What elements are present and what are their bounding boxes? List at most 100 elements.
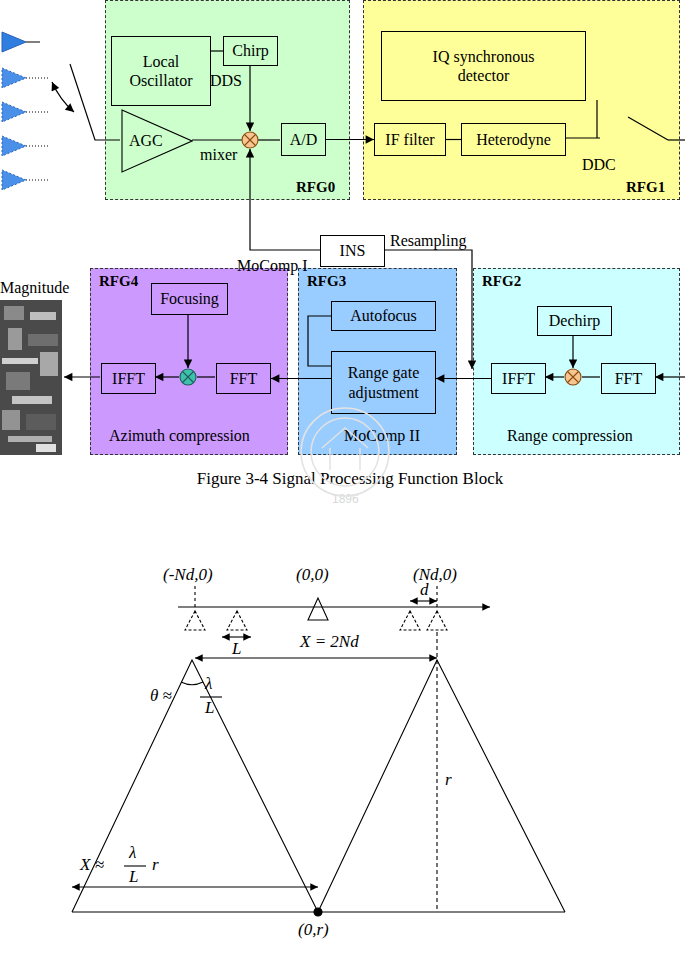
group-id: RFG0 — [296, 179, 335, 196]
dimension-arrow — [195, 657, 437, 658]
antenna-feed — [26, 180, 50, 181]
geometry-label: r — [445, 770, 452, 790]
process-box: Range gate adjustment — [331, 351, 436, 414]
antenna-element — [2, 32, 26, 52]
group-title: Azimuth compression — [109, 427, 250, 445]
box-label: IFFT — [502, 369, 535, 388]
antenna-symbol — [308, 598, 328, 620]
process-box: IFFT — [491, 363, 546, 394]
antenna-element — [2, 68, 26, 88]
range-line — [436, 632, 437, 912]
box-label: FFT — [230, 369, 258, 388]
signal-label: DDC — [582, 156, 616, 174]
process-box: Dechirp — [537, 306, 612, 336]
geometry-label: X = 2Nd — [300, 632, 359, 652]
figure-caption: Figure 3-4 Signal Processing Function Bl… — [130, 469, 570, 489]
process-box: Heterodyne — [461, 123, 566, 156]
antenna-position — [427, 611, 447, 630]
signal-label: mixer — [200, 146, 237, 164]
antenna-feed — [26, 78, 50, 79]
position-tick — [194, 586, 195, 607]
box-label: Dechirp — [549, 311, 601, 330]
box-label: Range gate adjustment — [332, 363, 435, 401]
box-label: IF filter — [385, 130, 434, 149]
geometry-label: r — [152, 855, 159, 875]
group-title: MoComp II — [344, 427, 420, 445]
group-title: Range compression — [507, 427, 633, 445]
image-patch — [26, 414, 56, 430]
process-box: INS — [320, 235, 385, 267]
antenna-element — [2, 170, 26, 190]
antenna-position — [400, 611, 420, 630]
geometry-label: θ ≈ — [150, 686, 172, 706]
signal-label: DDS — [210, 72, 242, 90]
process-box: FFT — [601, 363, 656, 394]
group-id: RFG3 — [307, 273, 346, 290]
group-band: RFG2Range compression DechirpIFFT FFT — [473, 268, 680, 455]
process-box: A/D — [281, 123, 326, 156]
target-point — [314, 908, 322, 916]
image-patch — [30, 312, 56, 320]
geometry-label: (-Nd,0) — [163, 565, 213, 585]
antenna-element — [2, 102, 26, 122]
image-patch — [8, 436, 52, 442]
process-box: Chirp — [223, 36, 278, 66]
image-patch — [40, 352, 58, 376]
process-box: Focusing — [151, 283, 228, 315]
signal-label: Magnitude — [0, 279, 69, 297]
box-label: Autofocus — [350, 306, 417, 325]
image-patch — [2, 358, 38, 364]
antenna-array — [2, 32, 50, 190]
amplifier-triangle: AGC — [121, 109, 193, 173]
geometry-label: L — [232, 639, 241, 659]
group-id: RFG1 — [626, 179, 665, 196]
geometry-label: L — [205, 698, 214, 718]
beam-triangle — [318, 660, 565, 912]
antenna-element — [2, 136, 26, 156]
box-label: FFT — [615, 369, 643, 388]
antenna-feed — [26, 112, 50, 113]
geometry-label: (0,r) — [298, 920, 329, 940]
fraction-bar — [124, 865, 146, 866]
antenna-position — [227, 611, 247, 630]
geometry-label: λ — [129, 843, 136, 863]
group-id: RFG4 — [99, 273, 138, 290]
box-label: Local Oscillator — [112, 52, 210, 90]
process-box: IF filter — [374, 123, 446, 156]
box-label: AGC — [129, 132, 163, 150]
process-box: FFT — [216, 363, 271, 394]
group-band: RFG1 IQ synchronous detector IF filter Hete… — [363, 0, 680, 200]
signal-label: MoComp I — [237, 257, 308, 275]
signal-label: Resampling — [390, 232, 466, 250]
image-bg — [0, 300, 62, 455]
switch-arrow — [52, 82, 74, 112]
beam-triangle — [72, 660, 318, 912]
box-label: A/D — [290, 130, 318, 149]
geometry-label: λ — [205, 674, 212, 694]
group-band: RFG4Azimuth compression FocusingIFFT FFT — [90, 268, 288, 455]
image-patch — [2, 410, 20, 430]
geometry-label: (0,0) — [296, 565, 329, 585]
image-patch — [28, 334, 58, 346]
watermark: 1896 — [332, 492, 359, 506]
antenna-position — [185, 611, 205, 630]
geometry-label: X ≈ — [80, 855, 104, 875]
position-tick — [436, 586, 437, 607]
process-box: Autofocus — [331, 301, 436, 331]
ground-line — [72, 911, 565, 912]
group-band: RFG0 Local Oscillator ChirpAGC A/D — [105, 0, 350, 200]
box-label: IQ synchronous detector — [418, 47, 549, 85]
group-band: RFG3MoComp II AutofocusRange gate adjustm… — [298, 268, 457, 455]
process-box: IQ synchronous detector — [381, 31, 586, 101]
antenna-feed — [26, 42, 40, 43]
box-label: Chirp — [232, 41, 268, 60]
geometry-label: L — [129, 867, 138, 887]
image-patch — [12, 396, 52, 404]
box-label: IFFT — [112, 369, 145, 388]
image-patch — [36, 444, 56, 452]
group-id: RFG2 — [482, 273, 521, 290]
image-patch — [8, 328, 22, 350]
image-patch — [4, 306, 24, 320]
process-box: Local Oscillator — [111, 36, 211, 106]
